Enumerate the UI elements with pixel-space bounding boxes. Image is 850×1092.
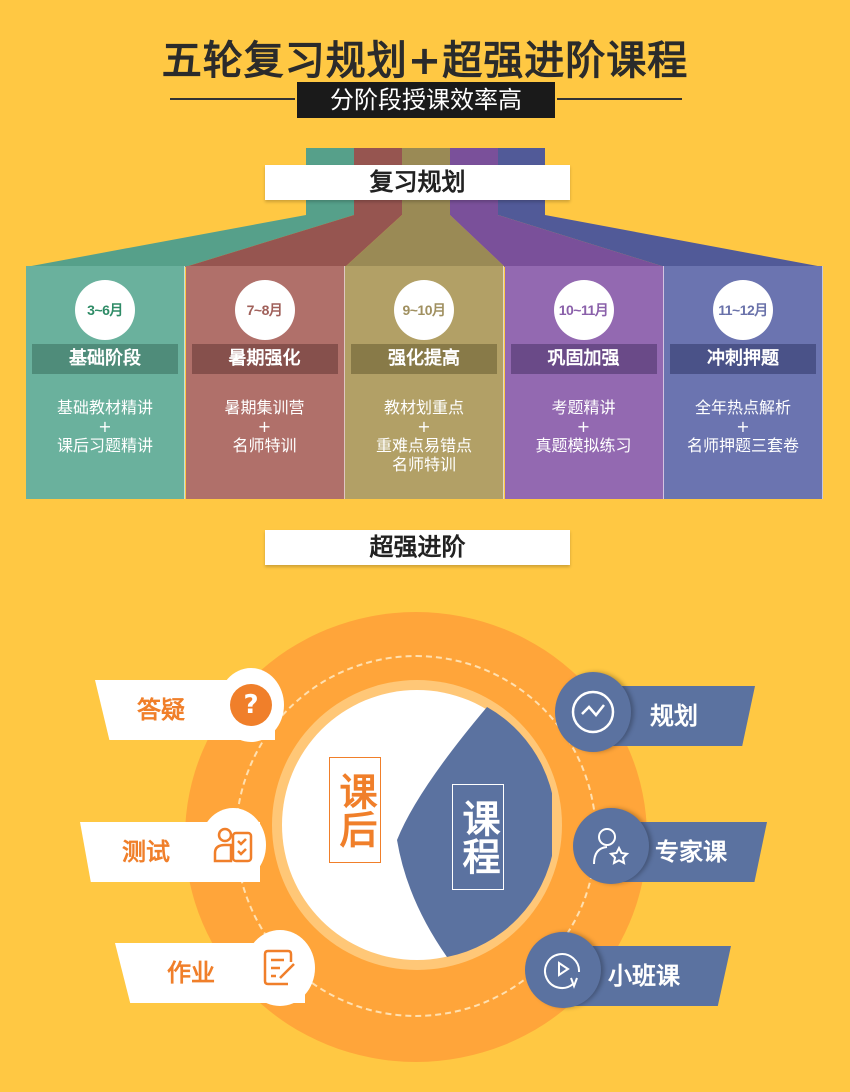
page-title: 五轮复习规划+超强进阶课程 bbox=[161, 38, 689, 84]
funnel-stripe bbox=[498, 148, 823, 267]
stage-line: + bbox=[257, 417, 272, 436]
plan-ribbon: 复习规划 bbox=[265, 165, 570, 200]
stage-line: + bbox=[417, 417, 431, 436]
stage-line: 考题精讲 bbox=[551, 398, 616, 417]
stage-name: 巩固加强 bbox=[510, 344, 657, 374]
stage-content: 考题精讲+真题模拟练习 bbox=[505, 398, 663, 455]
stage-months: 10~11月 bbox=[553, 280, 614, 340]
trend-chart-icon bbox=[555, 672, 631, 752]
homework-edit-icon bbox=[245, 930, 315, 1006]
stage-column: 7~8月 暑期强化 暑期集训营+名师特训 bbox=[185, 266, 345, 499]
stage-line: 课后习题精讲 bbox=[56, 436, 153, 455]
stage-line: 暑期集训营 bbox=[224, 398, 305, 417]
stage-name: 冲刺押题 bbox=[670, 344, 816, 374]
expert-star-icon bbox=[573, 808, 649, 884]
stage-name: 基础阶段 bbox=[32, 344, 178, 374]
course-label: 课程 bbox=[452, 784, 504, 890]
advance-ribbon: 超强进阶 bbox=[265, 530, 570, 565]
stage-column: 9~10月 强化提高 教材划重点+重难点易错点名师特训 bbox=[345, 266, 504, 499]
stage-column: 10~11月 巩固加强 考题精讲+真题模拟练习 bbox=[504, 266, 664, 499]
stage-line: 真题模拟练习 bbox=[535, 436, 632, 455]
stage-column: 3~6月 基础阶段 基础教材精讲+课后习题精讲 bbox=[26, 266, 185, 499]
funnel-stripe bbox=[185, 148, 402, 267]
stage-months: 7~8月 bbox=[234, 280, 295, 340]
stage-line: + bbox=[736, 417, 750, 436]
stage-line: 名师特训 bbox=[391, 455, 456, 474]
stage-months: 3~6月 bbox=[75, 280, 135, 340]
plan-funnel bbox=[26, 148, 823, 267]
subtitle: 分阶段授课效率高 bbox=[297, 82, 555, 118]
stage-line: + bbox=[98, 417, 112, 436]
stage-content: 全年热点解析+名师押题三套卷 bbox=[664, 398, 822, 455]
stage-line: 教材划重点 bbox=[383, 398, 464, 417]
stage-name: 强化提高 bbox=[351, 344, 497, 374]
stage-line: 名师特训 bbox=[232, 436, 297, 455]
qa-badge: ? bbox=[218, 668, 284, 742]
stage-name: 暑期强化 bbox=[191, 344, 338, 374]
divider bbox=[170, 98, 295, 100]
question-icon: ? bbox=[230, 684, 272, 726]
funnel-stripe bbox=[450, 148, 665, 267]
stage-line: 基础教材精讲 bbox=[56, 398, 153, 417]
stage-column: 11~12月 冲刺押题 全年热点解析+名师押题三套卷 bbox=[664, 266, 823, 499]
stage-months: 11~12月 bbox=[713, 280, 773, 340]
stage-months: 9~10月 bbox=[394, 280, 454, 340]
stage-line: 全年热点解析 bbox=[694, 398, 791, 417]
funnel-stripe bbox=[345, 148, 505, 267]
stage-line: + bbox=[576, 417, 591, 436]
divider bbox=[557, 98, 682, 100]
stage-line: 重难点易错点 bbox=[375, 436, 472, 455]
stage-content: 教材划重点+重难点易错点名师特训 bbox=[345, 398, 503, 474]
center-disc bbox=[282, 690, 552, 960]
stage-content: 暑期集训营+名师特训 bbox=[186, 398, 344, 455]
after-class-label: 课后 bbox=[329, 757, 381, 863]
video-play-icon bbox=[525, 932, 601, 1008]
stage-content: 基础教材精讲+课后习题精讲 bbox=[26, 398, 184, 455]
test-person-icon bbox=[200, 808, 266, 882]
stage-line: 名师押题三套卷 bbox=[686, 436, 799, 455]
funnel-stripe bbox=[26, 148, 354, 267]
